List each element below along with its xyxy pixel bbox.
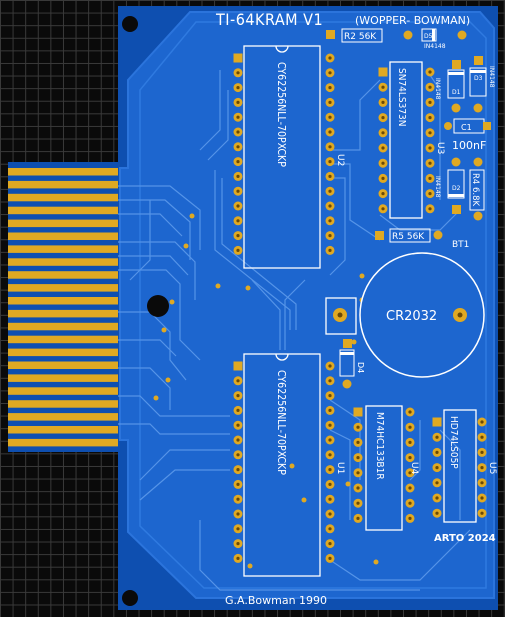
battery-label: CR2032 (386, 309, 437, 324)
chip-u4-ref: U4 (409, 462, 419, 475)
chip-u3-ref: U3 (435, 142, 445, 154)
chip-u4-part: M74HC133B1R (374, 412, 385, 480)
edge-finger (8, 374, 118, 382)
chip-u1: CY62256NLL-70PXCKP U1 (233, 353, 345, 577)
chip-u2-part: CY62256NLL-70PXCKP (275, 62, 287, 167)
svg-text:R4 6.8K: R4 6.8K (470, 173, 480, 207)
edge-finger (8, 206, 118, 215)
svg-text:R5 56K: R5 56K (392, 232, 425, 242)
edge-finger (8, 180, 118, 189)
svg-text:R2 56K: R2 56K (344, 32, 377, 42)
edge-finger (8, 413, 118, 421)
chip-u1-part: CY62256NLL-70PXCKP (275, 370, 287, 475)
pin-pad (432, 417, 442, 427)
edge-connector (8, 168, 118, 447)
resistor-r2: R2 56K (326, 28, 413, 43)
trace-network (118, 70, 471, 591)
pin-pad (233, 53, 243, 63)
svg-text:C1: C1 (461, 123, 472, 132)
edge-finger (8, 193, 118, 202)
svg-text:IN4148: IN4148 (488, 66, 495, 88)
mounting-hole (147, 295, 169, 317)
chip-u1-ref: U1 (335, 462, 345, 474)
chip-u5-part: HD74LS05P (448, 416, 459, 469)
vias (153, 213, 379, 569)
edge-finger (8, 245, 118, 253)
edge-finger (8, 400, 118, 408)
edge-finger (8, 232, 118, 240)
edge-finger (8, 348, 118, 357)
svg-text:IN4148: IN4148 (424, 43, 446, 50)
board-credit: G.A.Bowman 1990 (225, 594, 327, 607)
edge-finger (8, 335, 118, 344)
diode-d4: D4 (339, 339, 365, 389)
mounting-hole (122, 590, 138, 606)
edge-finger (8, 258, 118, 266)
pin-pad (353, 407, 363, 417)
chip-u2: CY62256NLL-70PXCKP U2 (233, 45, 345, 269)
chip-u3: SN74LS373N U3 (378, 61, 445, 219)
svg-text:D4: D4 (356, 362, 365, 373)
board-title: TI-64KRAM V1 (215, 10, 323, 29)
chip-u5: HD74LS05P U5 (432, 409, 497, 523)
chip-u4: M74HC133B1R U4 (353, 405, 419, 531)
edge-finger (8, 219, 118, 228)
edge-finger (8, 297, 118, 305)
pin-pad (378, 67, 388, 77)
capacitor-c1: C1 100nF (444, 118, 491, 152)
board-subtitle: (WOPPER- BOWMAN) (355, 14, 470, 27)
edge-finger (8, 271, 118, 279)
edge-finger (8, 438, 118, 447)
mounting-hole (122, 16, 138, 32)
svg-text:D2: D2 (452, 185, 461, 192)
diode-d2: D2 IN4148 (434, 157, 465, 214)
diode-d1: D1 IN4148 (434, 60, 465, 113)
chip-u5-ref: U5 (487, 462, 497, 474)
pin-pad (233, 361, 243, 371)
board-revision: ARTO 2024 (434, 533, 496, 544)
svg-text:IN4148: IN4148 (434, 78, 441, 100)
diode-d3: D3 IN4148 (469, 56, 495, 113)
edge-finger (8, 387, 118, 395)
svg-text:BT1: BT1 (452, 240, 469, 250)
resistor-r5: R5 56K (375, 228, 443, 243)
resistor-r4: R4 6.8K (469, 157, 485, 221)
copper-pour (119, 11, 495, 599)
battery-bt1: BT1 CR2032 (325, 240, 485, 378)
edge-finger (8, 284, 118, 292)
chip-u3-part: SN74LS373N (396, 68, 407, 127)
diode-d5: D5 IN4148 (421, 28, 467, 50)
edge-finger (8, 309, 118, 318)
svg-text:IN4148: IN4148 (434, 176, 441, 198)
svg-text:D5: D5 (424, 33, 433, 40)
chip-u2-ref: U2 (335, 154, 345, 166)
edge-finger (8, 361, 118, 369)
edge-finger (8, 322, 118, 331)
edge-finger (8, 168, 118, 176)
svg-text:D3: D3 (474, 75, 483, 82)
svg-text:D1: D1 (452, 89, 461, 96)
edge-finger (8, 426, 118, 434)
svg-text:100nF: 100nF (452, 139, 486, 152)
